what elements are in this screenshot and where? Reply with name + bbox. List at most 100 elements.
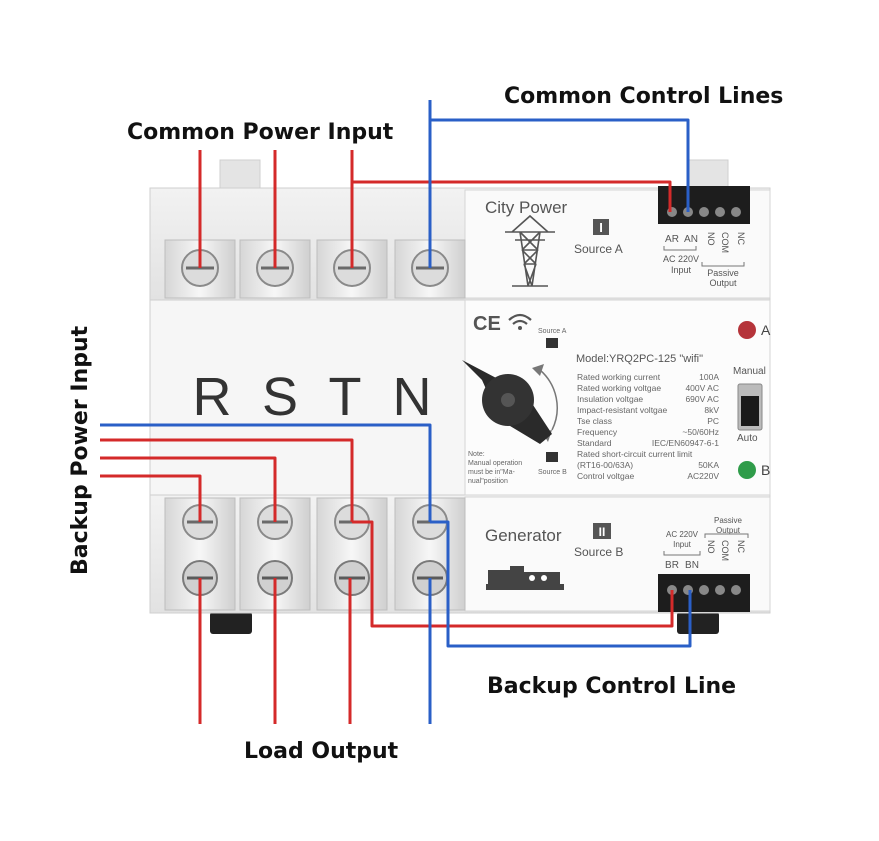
wires	[100, 100, 692, 724]
indicator-source-a	[546, 338, 558, 348]
terminal-label-com-b: COM	[720, 540, 730, 561]
source-b-roman-plate	[593, 523, 611, 539]
ce-mark: CE	[473, 313, 501, 335]
callout-common-control-lines: Common Control Lines	[504, 84, 783, 109]
wire-backup-control-bn	[430, 520, 692, 648]
source-a-roman-plate	[593, 219, 609, 235]
spec-label: (RT16-00/63A)	[577, 460, 633, 470]
terminal-label-nc-b: NC	[736, 540, 746, 553]
wire-backup-input-t	[100, 438, 354, 522]
note-line-1: Note:	[468, 451, 485, 458]
wire-backup-input-r	[100, 474, 202, 522]
spec-value: 400V AC	[685, 383, 719, 393]
spec-value: AC220V	[687, 471, 719, 481]
din-clip-right	[677, 612, 719, 634]
terminal-nc-screw-a[interactable]	[731, 207, 741, 217]
spec-label: Rated working voltgae	[577, 383, 661, 393]
callout-load-output: Load Output	[244, 739, 399, 764]
terminal-label-bn: BN	[685, 560, 699, 571]
phase-label-n: N	[393, 367, 432, 427]
terminal-top-t[interactable]	[316, 239, 388, 299]
phase-label-s: S	[262, 367, 298, 427]
auto-label: Auto	[737, 433, 758, 444]
indicator-source-b-label: Source B	[538, 469, 567, 476]
source-b-passive-label-1: Passive	[714, 516, 743, 525]
wire-backup-input-n	[100, 423, 432, 522]
callouts: Common Power Input Common Control Lines …	[68, 84, 783, 764]
source-a-input-label-2: Input	[671, 265, 692, 275]
spec-value: 100A	[699, 372, 719, 382]
terminal-nc-screw-b[interactable]	[731, 585, 741, 595]
lamp-b-label: B	[761, 462, 770, 478]
phase-label-r: R	[193, 367, 232, 427]
note-line-2: Manual operation	[468, 460, 522, 467]
terminal-no-screw-a[interactable]	[699, 207, 709, 217]
wire-backup-input-s	[100, 456, 277, 522]
phase-label-t: T	[329, 367, 362, 427]
source-b-panel: Generator II Source B Passive Output AC …	[485, 516, 750, 612]
power-tower-icon	[505, 214, 555, 287]
indicator-source-a-label: Source A	[538, 328, 567, 335]
terminal-label-nc-a: NC	[736, 232, 746, 245]
generator-icon	[486, 566, 564, 590]
spec-label: Standard	[577, 438, 612, 448]
source-a-input-label-1: AC 220V	[663, 254, 699, 264]
terminal-label-no-b: NO	[706, 540, 716, 554]
spec-label: Tse class	[577, 416, 612, 426]
callout-backup-control-line: Backup Control Line	[487, 674, 736, 699]
source-a-passive-label-1: Passive	[707, 268, 739, 278]
terminal-label-no-a: NO	[706, 232, 716, 246]
control-terminal-strip-a	[658, 186, 750, 224]
source-b-input-label-2: Input	[673, 540, 692, 549]
terminal-com-screw-a[interactable]	[715, 207, 725, 217]
source-b-passive-label-2: Output	[716, 526, 741, 535]
manual-label: Manual	[733, 366, 766, 377]
model-label: Model:YRQ2PC-125 "wifi"	[576, 353, 703, 365]
note-line-4: nual"position	[468, 478, 508, 485]
source-a-roman: I	[599, 220, 603, 235]
lamp-a-indicator	[738, 321, 756, 339]
wire-common-control-an	[430, 118, 690, 212]
spec-value: ~50/60Hz	[682, 427, 719, 437]
source-b-label: Source B	[574, 545, 623, 559]
terminal-com-screw-b[interactable]	[715, 585, 725, 595]
terminal-no-screw-b[interactable]	[699, 585, 709, 595]
wifi-icon	[508, 313, 532, 330]
note-line-3: must be in"Ma-	[468, 469, 516, 476]
spec-value: PC	[707, 416, 719, 426]
lamp-b-indicator	[738, 461, 756, 479]
source-a-panel: City Power I Source A AR AN NO COM NC AC…	[485, 186, 750, 288]
spec-label: Rated short-circuit current limit	[577, 449, 693, 459]
callout-common-power-input: Common Power Input	[127, 120, 394, 145]
rotary-switch-handle[interactable]	[462, 360, 558, 444]
terminal-label-an: AN	[684, 234, 698, 245]
spec-value: IEC/EN60947-6-1	[652, 438, 719, 448]
indicator-source-b	[546, 452, 558, 462]
phase-letters: R S T N	[193, 367, 432, 427]
spec-label: Insulation voltgae	[577, 394, 643, 404]
source-a-label: Source A	[574, 242, 623, 256]
manual-auto-switch[interactable]	[737, 383, 763, 431]
spec-label: Impact-resistant voltgae	[577, 405, 668, 415]
spec-value: 50KA	[698, 460, 719, 470]
terminal-label-ar: AR	[665, 234, 679, 245]
source-b-input-label-1: AC 220V	[666, 530, 699, 539]
source-a-passive-label-2: Output	[709, 278, 737, 288]
wire-common-control-ar	[352, 180, 672, 212]
spec-value: 8kV	[704, 405, 719, 415]
spec-label: Control voltgae	[577, 471, 634, 481]
source-a-title: City Power	[485, 198, 568, 217]
spec-label: Rated working current	[577, 372, 661, 382]
terminal-label-br: BR	[665, 560, 679, 571]
terminal-label-com-a: COM	[720, 232, 730, 253]
spec-label: Frequency	[577, 427, 618, 437]
spec-value: 690V AC	[685, 394, 719, 404]
source-b-roman: II	[599, 525, 606, 539]
source-b-title: Generator	[485, 526, 562, 545]
callout-backup-power-input: Backup Power Input	[68, 325, 93, 575]
info-panel: CE Source A Source B Note: Manual operat…	[462, 313, 771, 485]
wire-backup-control-br	[352, 520, 674, 628]
lamp-a-label: A	[761, 322, 771, 338]
spec-table: Rated working current 100A Rated working…	[577, 372, 719, 481]
